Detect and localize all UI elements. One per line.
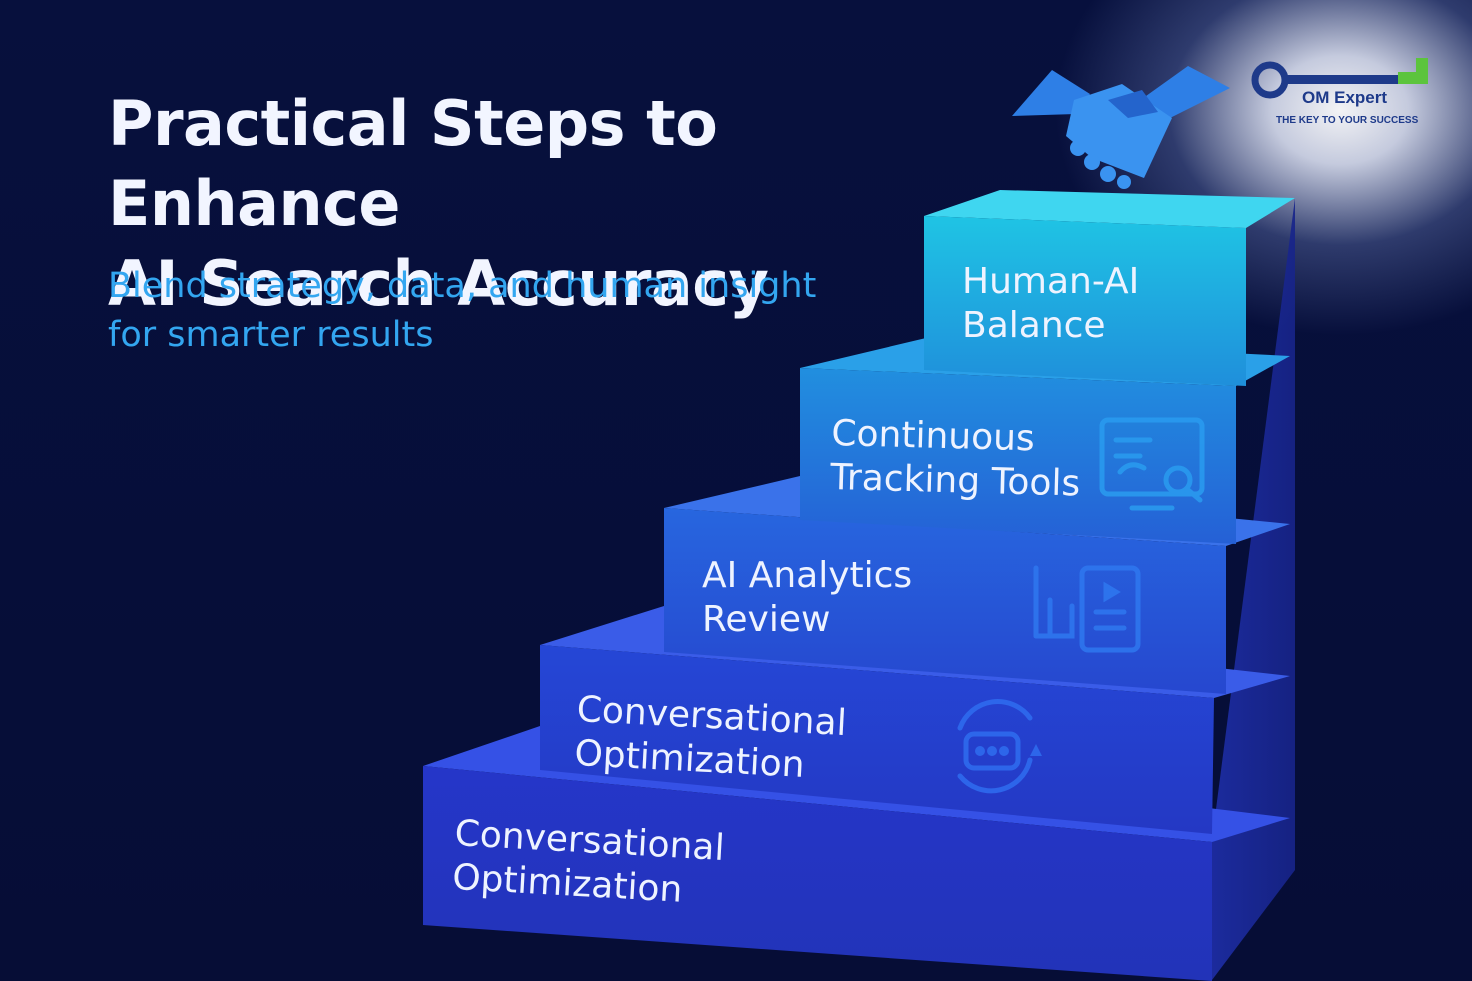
subtitle-line-2: for smarter results [108,315,434,355]
handshake-icon [1012,66,1230,189]
stair-side [1212,198,1295,980]
title-line-1: Practical Steps to Enhance [108,87,718,240]
page-subtitle: Blend strategy, data, and human insight … [108,262,828,360]
step-label-3: AI Analytics Review [702,555,913,640]
logo-tagline: THE KEY TO YOUR SUCCESS [1276,115,1419,126]
step-label-2: Conversational Optimization [573,688,848,786]
step-label-5: Human-AI Balance [962,261,1140,346]
subtitle-line-1: Blend strategy, data, and human insight [108,266,817,306]
page-title: Practical Steps to Enhance AI Search Acc… [108,84,1008,324]
logo-name: OM Expert [1302,88,1388,107]
analytics-icon [1033,565,1141,653]
step-label-1: Conversational Optimization [451,812,726,911]
step-5 [924,190,1295,386]
title-line-2: AI Search Accuracy [108,247,769,320]
tracking-monitor-icon [1099,417,1205,511]
om-expert-logo: OM Expert THE KEY TO YOUR SUCCESS [1248,58,1438,138]
chat-cycle-icon [957,699,1042,794]
step-label-4: Continuous Tracking Tools [829,412,1081,505]
key-logo-icon [1251,58,1428,99]
